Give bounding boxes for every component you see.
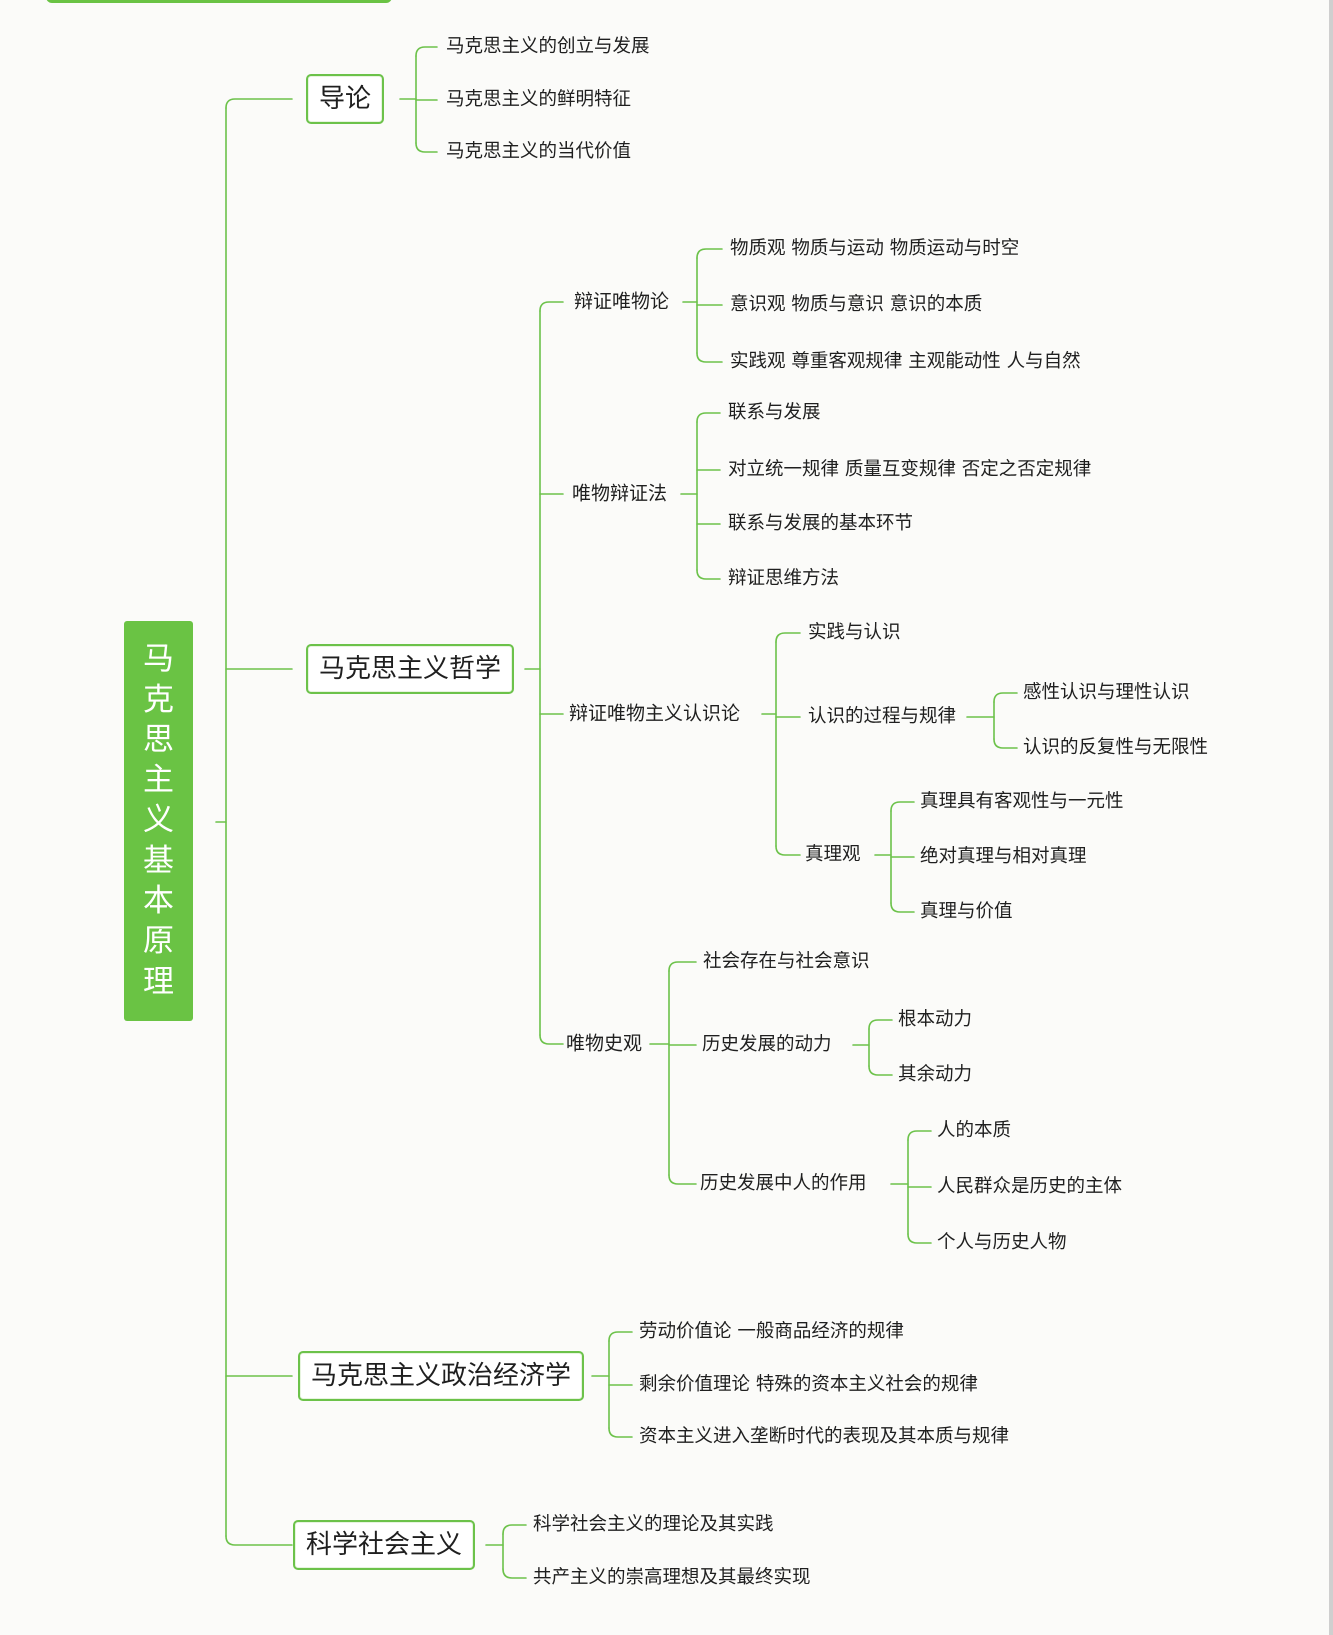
node-ep-2: 认识的过程与规律 (808, 705, 957, 727)
connector-line (608, 1331, 633, 1342)
leaf-ep-3-3: 真理与价值 (920, 900, 1013, 922)
leaf-hm-3-2: 人民群众是历史的主体 (937, 1175, 1123, 1197)
connector-line (415, 46, 438, 57)
connector-line (696, 352, 723, 363)
leaf-ss-1: 科学社会主义的理论及其实践 (533, 1513, 774, 1535)
leaf-ep-3-1: 真理具有客观性与一元性 (920, 790, 1124, 812)
leaf-hm-3-3: 个人与历史人物 (937, 1231, 1067, 1253)
leaf-dm-1: 物质观 物质与运动 物质运动与时空 (730, 237, 1020, 259)
connector-line (775, 845, 801, 856)
leaf-intro-2: 马克思主义的鲜明特征 (446, 88, 632, 110)
node-dialectical-materialism: 辩证唯物论 (574, 290, 670, 313)
leaf-dm-2: 意识观 物质与意识 意识的本质 (730, 293, 983, 315)
leaf-md-4: 辩证思维方法 (728, 567, 840, 589)
leaf-hm-2-1: 根本动力 (898, 1008, 973, 1030)
leaf-intro-3: 马克思主义的当代价值 (446, 140, 632, 162)
leaf-dm-3: 实践观 尊重客观规律 主观能动性 人与自然 (730, 350, 1081, 372)
root-title-char: 克 (143, 681, 174, 718)
node-ep-3: 真理观 (805, 843, 861, 865)
connector-line (890, 801, 915, 812)
leaf-ep-2-1: 感性认识与理性认识 (1023, 681, 1190, 703)
root-title-char: 马 (143, 641, 174, 678)
root-title-char: 基 (143, 842, 174, 879)
root-title-char: 思 (143, 721, 174, 758)
root-title-char: 原 (143, 923, 174, 960)
root-title-char: 理 (143, 963, 174, 1000)
node-philosophy: 马克思主义哲学 (306, 644, 515, 694)
connector-line (539, 301, 564, 312)
connector-line (993, 692, 1018, 703)
leaf-ep-3-2: 绝对真理与相对真理 (920, 845, 1087, 867)
connector-line (696, 248, 723, 259)
leaf-hm-2-2: 其余动力 (898, 1063, 973, 1085)
connector-line (907, 1233, 932, 1244)
top-green-bar (46, 0, 392, 3)
connector-line (502, 1568, 527, 1579)
node-historical-materialism: 唯物史观 (566, 1032, 643, 1055)
leaf-hm-1: 社会存在与社会意识 (703, 950, 870, 972)
connector-line (993, 738, 1018, 749)
leaf-ep-2-2: 认识的反复性与无限性 (1023, 736, 1209, 758)
node-hm-3: 历史发展中人的作用 (700, 1172, 867, 1194)
root-title-char: 本 (143, 883, 174, 920)
connector-line (502, 1524, 527, 1535)
leaf-pe-3: 资本主义进入垄断时代的表现及其本质与规律 (639, 1425, 1010, 1447)
connector-line (608, 1427, 633, 1438)
leaf-md-1: 联系与发展 (728, 401, 821, 423)
node-materialist-dialectics: 唯物辩证法 (572, 482, 668, 505)
connector-line (890, 902, 915, 913)
connector-line (415, 142, 438, 153)
node-epistemology: 辩证唯物主义认识论 (569, 702, 741, 725)
page-edge (1329, 0, 1333, 1635)
leaf-hm-3-1: 人的本质 (937, 1119, 1012, 1141)
connector-line (668, 1174, 697, 1185)
root-node: 马克思主义基本原理 (124, 621, 193, 1021)
leaf-md-3: 联系与发展的基本环节 (728, 512, 914, 534)
connector-line (668, 961, 697, 972)
connector-line (539, 1034, 564, 1045)
leaf-md-2: 对立统一规律 质量互变规律 否定之否定规律 (728, 458, 1092, 480)
connector-line (775, 632, 801, 643)
connector-line (696, 569, 721, 580)
leaf-intro-1: 马克思主义的创立与发展 (446, 35, 650, 57)
connector-line (225, 1535, 293, 1546)
root-title-char: 义 (143, 802, 174, 839)
connector-line (907, 1130, 932, 1141)
node-scientific-socialism: 科学社会主义 (293, 1520, 476, 1570)
connector-line (696, 412, 721, 423)
connector-line (868, 1065, 893, 1076)
leaf-ep-1: 实践与认识 (808, 621, 901, 643)
connector-line (225, 98, 293, 109)
node-political-economy: 马克思主义政治经济学 (298, 1351, 585, 1401)
leaf-pe-1: 劳动价值论 一般商品经济的规律 (639, 1320, 904, 1342)
connector-line (868, 1019, 893, 1030)
node-intro: 导论 (306, 74, 385, 124)
leaf-pe-2: 剩余价值理论 特殊的资本主义社会的规律 (639, 1373, 978, 1395)
node-hm-2: 历史发展的动力 (702, 1033, 832, 1055)
leaf-ss-2: 共产主义的崇高理想及其最终实现 (533, 1566, 811, 1588)
root-title-char: 主 (143, 762, 174, 799)
